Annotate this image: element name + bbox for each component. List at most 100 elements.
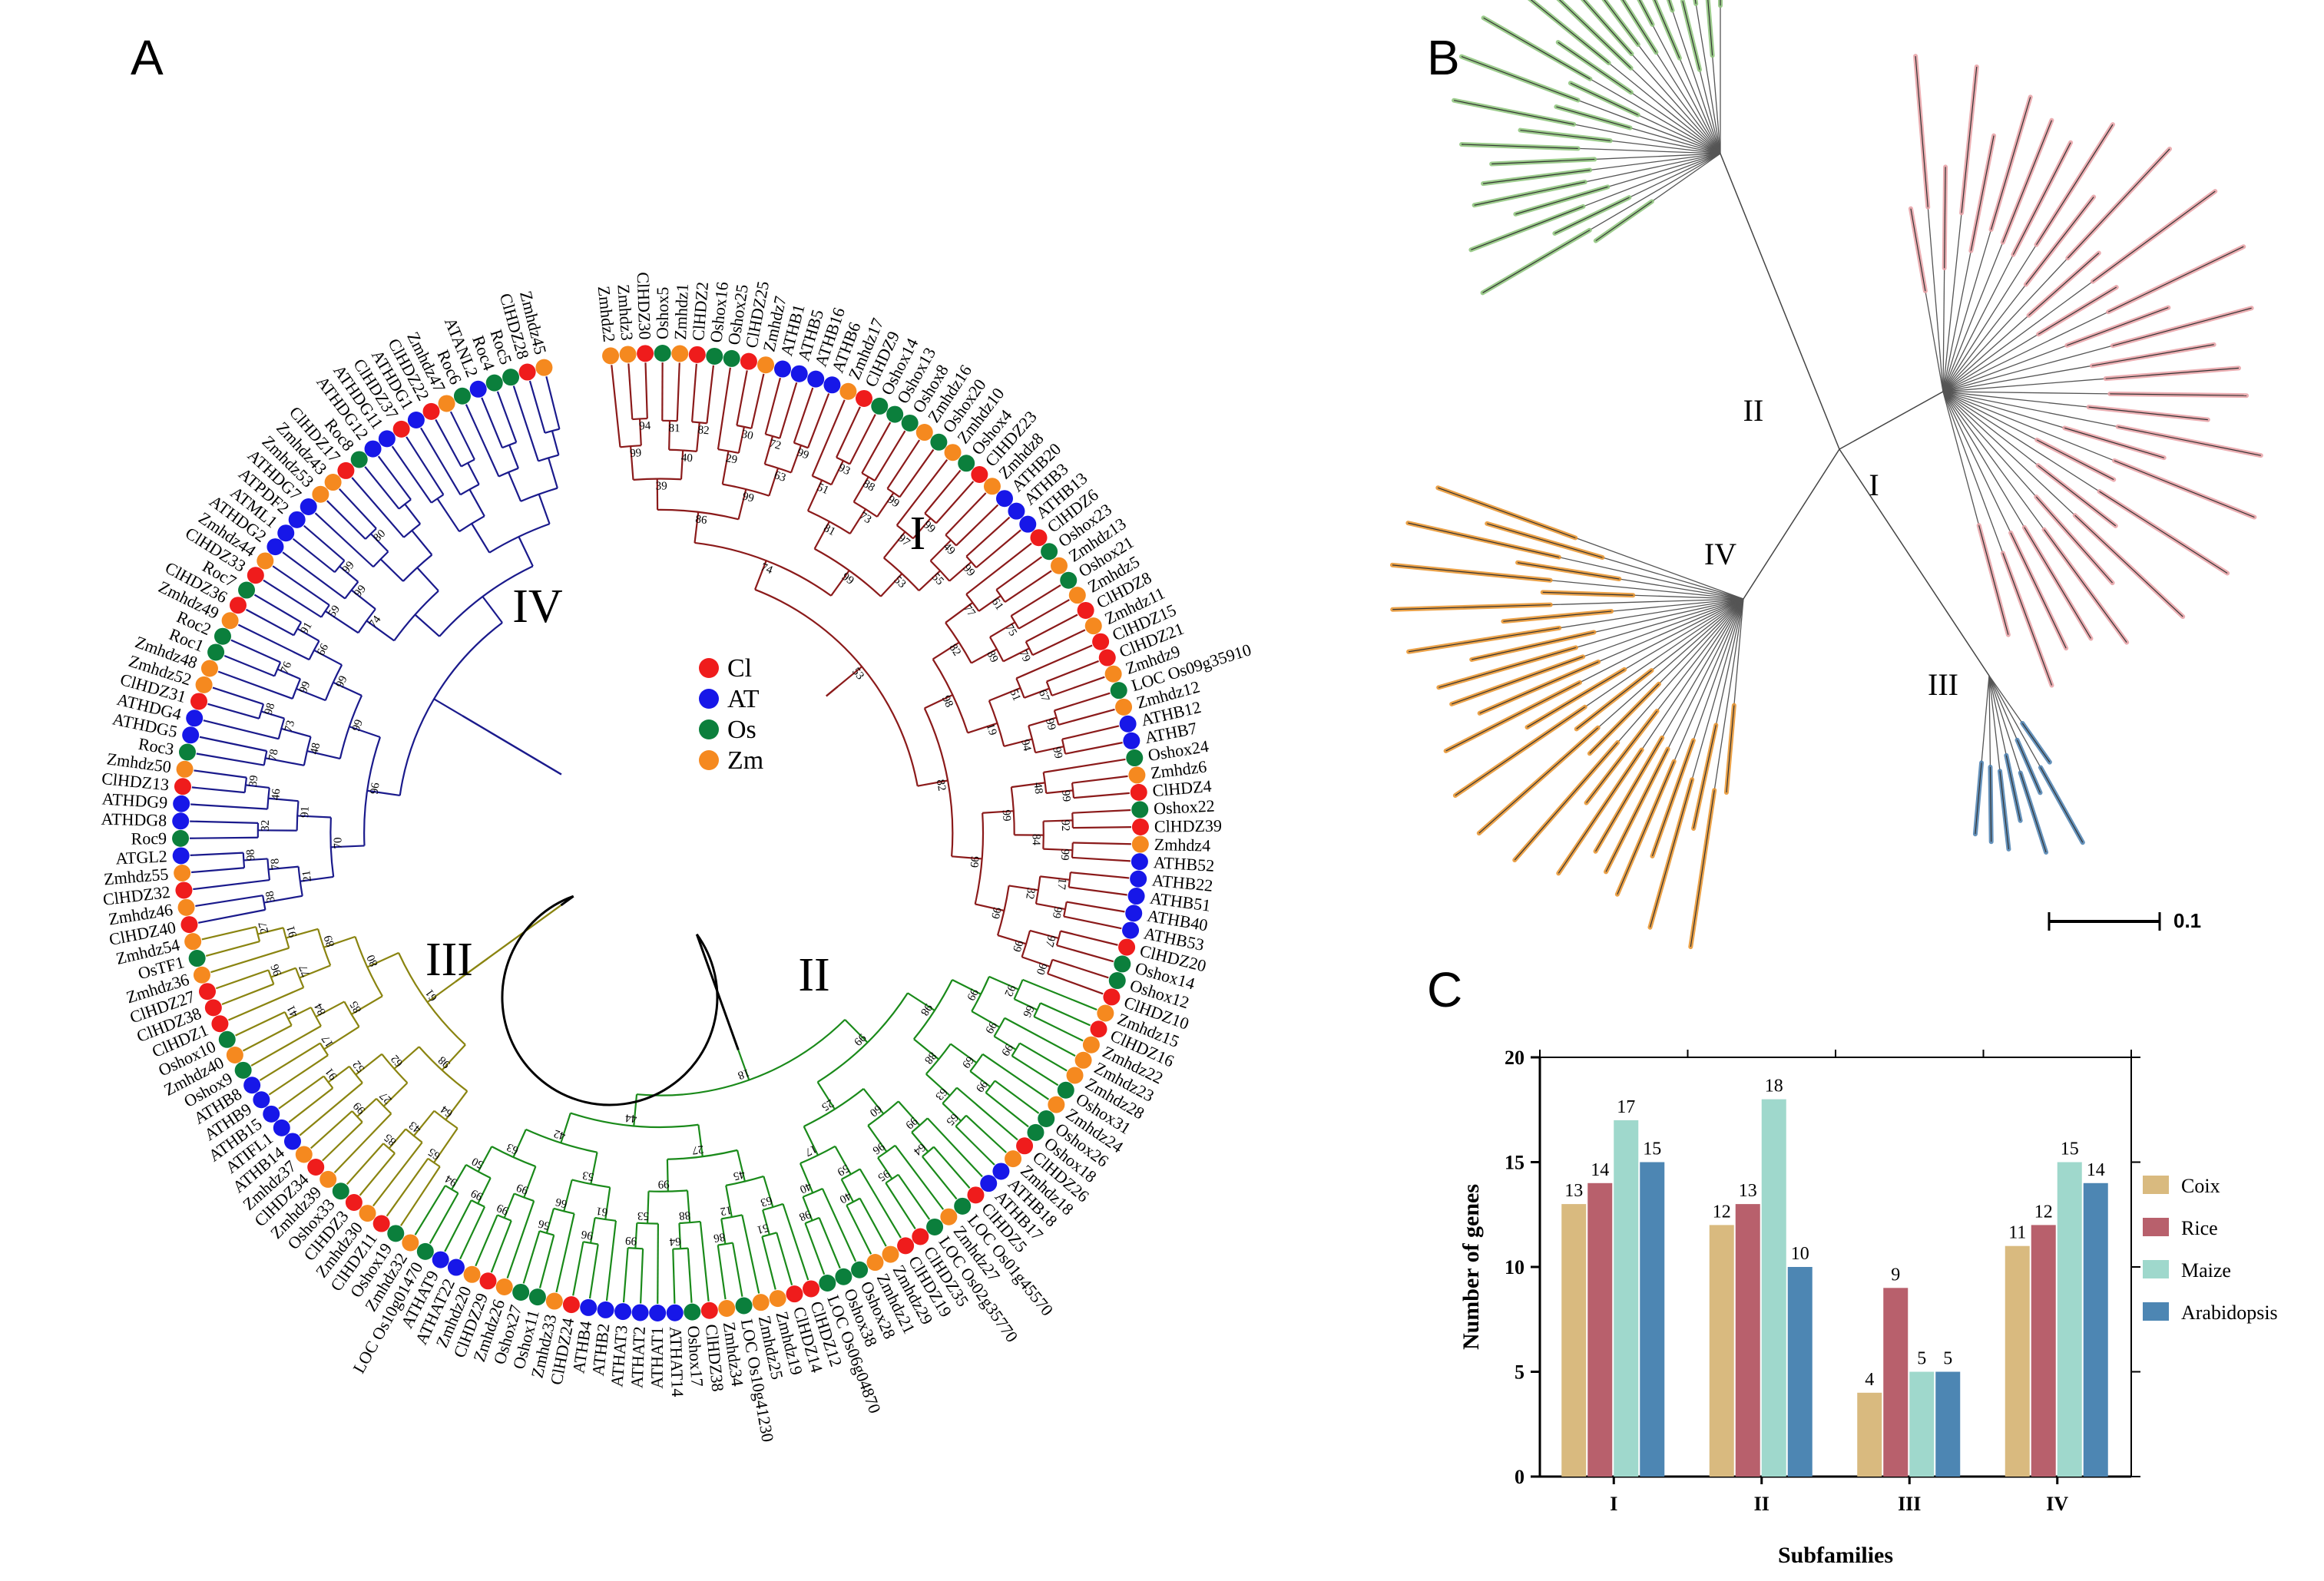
tree-b-leaf-II — [1481, 15, 1593, 81]
tree-branch — [356, 1097, 377, 1118]
tree-b-leaf-II — [1568, 81, 1640, 117]
bootstrap-value: 65 — [426, 1146, 442, 1163]
tree-arc — [520, 487, 558, 502]
species-dot — [723, 349, 740, 367]
tree-arc — [343, 1001, 360, 1027]
tree-b-leaf-line — [1595, 200, 1653, 242]
tree-b-leaf-I — [2090, 189, 2218, 284]
tree-branch — [538, 1235, 555, 1288]
tree-branch — [924, 694, 953, 709]
tree-branch — [287, 1006, 312, 1020]
tree-arc — [296, 801, 300, 831]
species-dot — [1098, 649, 1116, 666]
tree-branch — [859, 1168, 902, 1239]
tree-b-branch — [1942, 391, 2037, 498]
tree-arc — [491, 1146, 536, 1168]
legend-swatch-maize — [2143, 1260, 2169, 1278]
tip-label: Zmhdz1 — [670, 283, 692, 340]
bootstrap-value: 72 — [768, 438, 783, 452]
tree-b-branch — [1942, 391, 1980, 526]
tree-b-branch — [1942, 378, 2106, 392]
tree-b-branch — [1655, 51, 1721, 154]
tree-branch — [952, 855, 982, 860]
tree-branch — [286, 928, 319, 939]
species-dot — [416, 1242, 434, 1260]
tree-arc — [762, 1202, 783, 1211]
tree-arc — [382, 1143, 396, 1154]
tree-b-leaf-line — [1654, 0, 1680, 58]
bootstrap-value: 88 — [861, 478, 877, 494]
tree-b-leaf-II — [1580, 0, 1634, 57]
tree-b-leaf-IV — [1540, 590, 1636, 598]
species-dot — [752, 1294, 770, 1311]
species-dot — [619, 346, 637, 363]
bar-value-label: 9 — [1891, 1265, 1900, 1285]
bar-maize — [1614, 1120, 1639, 1477]
tree-b-leaf-I — [2023, 194, 2097, 287]
tree-b-leaf-line — [1586, 710, 1658, 803]
tree-b-branch — [1695, 3, 1721, 154]
tree-arc — [633, 478, 682, 481]
tree-branch — [1019, 1042, 1068, 1072]
tree-arc — [571, 1179, 611, 1189]
y-tick-label: 20 — [1505, 1047, 1525, 1069]
tree-branch — [555, 1213, 575, 1293]
species-dot — [1122, 921, 1140, 939]
tree-branch — [867, 1125, 888, 1153]
species-dot — [954, 1197, 972, 1215]
species-dot — [407, 412, 425, 429]
bar-maize — [1761, 1099, 1786, 1477]
bootstrap-value: 46 — [270, 788, 283, 801]
tree-branch — [349, 726, 381, 739]
tree-b-leaf-line — [1491, 158, 1595, 165]
tree-branch — [1035, 746, 1064, 754]
species-dot — [218, 1030, 236, 1048]
tree-branch — [288, 1087, 334, 1123]
tree-branch — [874, 430, 906, 481]
species-dot — [803, 1280, 820, 1298]
species-dot — [1130, 783, 1147, 801]
tree-b-leaf-IV — [1525, 666, 1627, 730]
tree-b-leaf-line — [2105, 367, 2240, 379]
bootstrap-value: 93 — [836, 461, 852, 478]
tree-branch — [886, 439, 921, 489]
tree-branch — [876, 492, 895, 518]
tree-arc — [339, 695, 363, 759]
tree-b-leaf-line — [1438, 487, 1576, 538]
bar-rice — [1735, 1204, 1760, 1477]
panel-c-label: C — [1427, 962, 1463, 1017]
tree-branch — [1066, 901, 1125, 913]
species-dot — [944, 444, 962, 461]
tree-b-leaf-I — [2035, 463, 2118, 528]
tree-branch — [404, 503, 422, 524]
tree-b-leaf-I — [2000, 551, 2054, 688]
tree-b-leaf-line — [1990, 97, 2031, 230]
tree-b-leaf-line — [1472, 631, 1594, 660]
tree-b-leaf-line — [1451, 656, 1584, 705]
tree-b-leaf-line — [1978, 525, 2009, 635]
tree-b-leaf-IV — [1443, 680, 1582, 753]
tree-branch — [912, 518, 932, 540]
species-dot — [1027, 1123, 1044, 1141]
species-dot — [886, 405, 904, 423]
species-dot — [901, 414, 919, 432]
tree-arc — [471, 1199, 485, 1208]
tree-b-leaf-II — [1637, 0, 1655, 27]
tree-b-branch — [1942, 391, 2118, 428]
bootstrap-value: 99 — [515, 1181, 530, 1196]
panel-b-label: B — [1427, 30, 1460, 85]
tree-branch — [859, 1198, 887, 1247]
tree-branch — [416, 567, 439, 592]
tree-branch — [988, 687, 1021, 702]
bar-coix — [1857, 1392, 1882, 1477]
species-dot — [226, 1047, 243, 1064]
tree-branch — [918, 570, 941, 592]
species-dot — [1114, 955, 1131, 973]
bootstrap-value: 63 — [505, 1140, 520, 1156]
tree-b-leaf-I — [2026, 250, 2101, 318]
tree-branch — [377, 455, 412, 501]
tree-branch — [190, 852, 243, 856]
bootstrap-value: 82 — [946, 642, 963, 658]
tree-branch — [205, 940, 260, 957]
tree-b-branch — [1661, 598, 1744, 739]
